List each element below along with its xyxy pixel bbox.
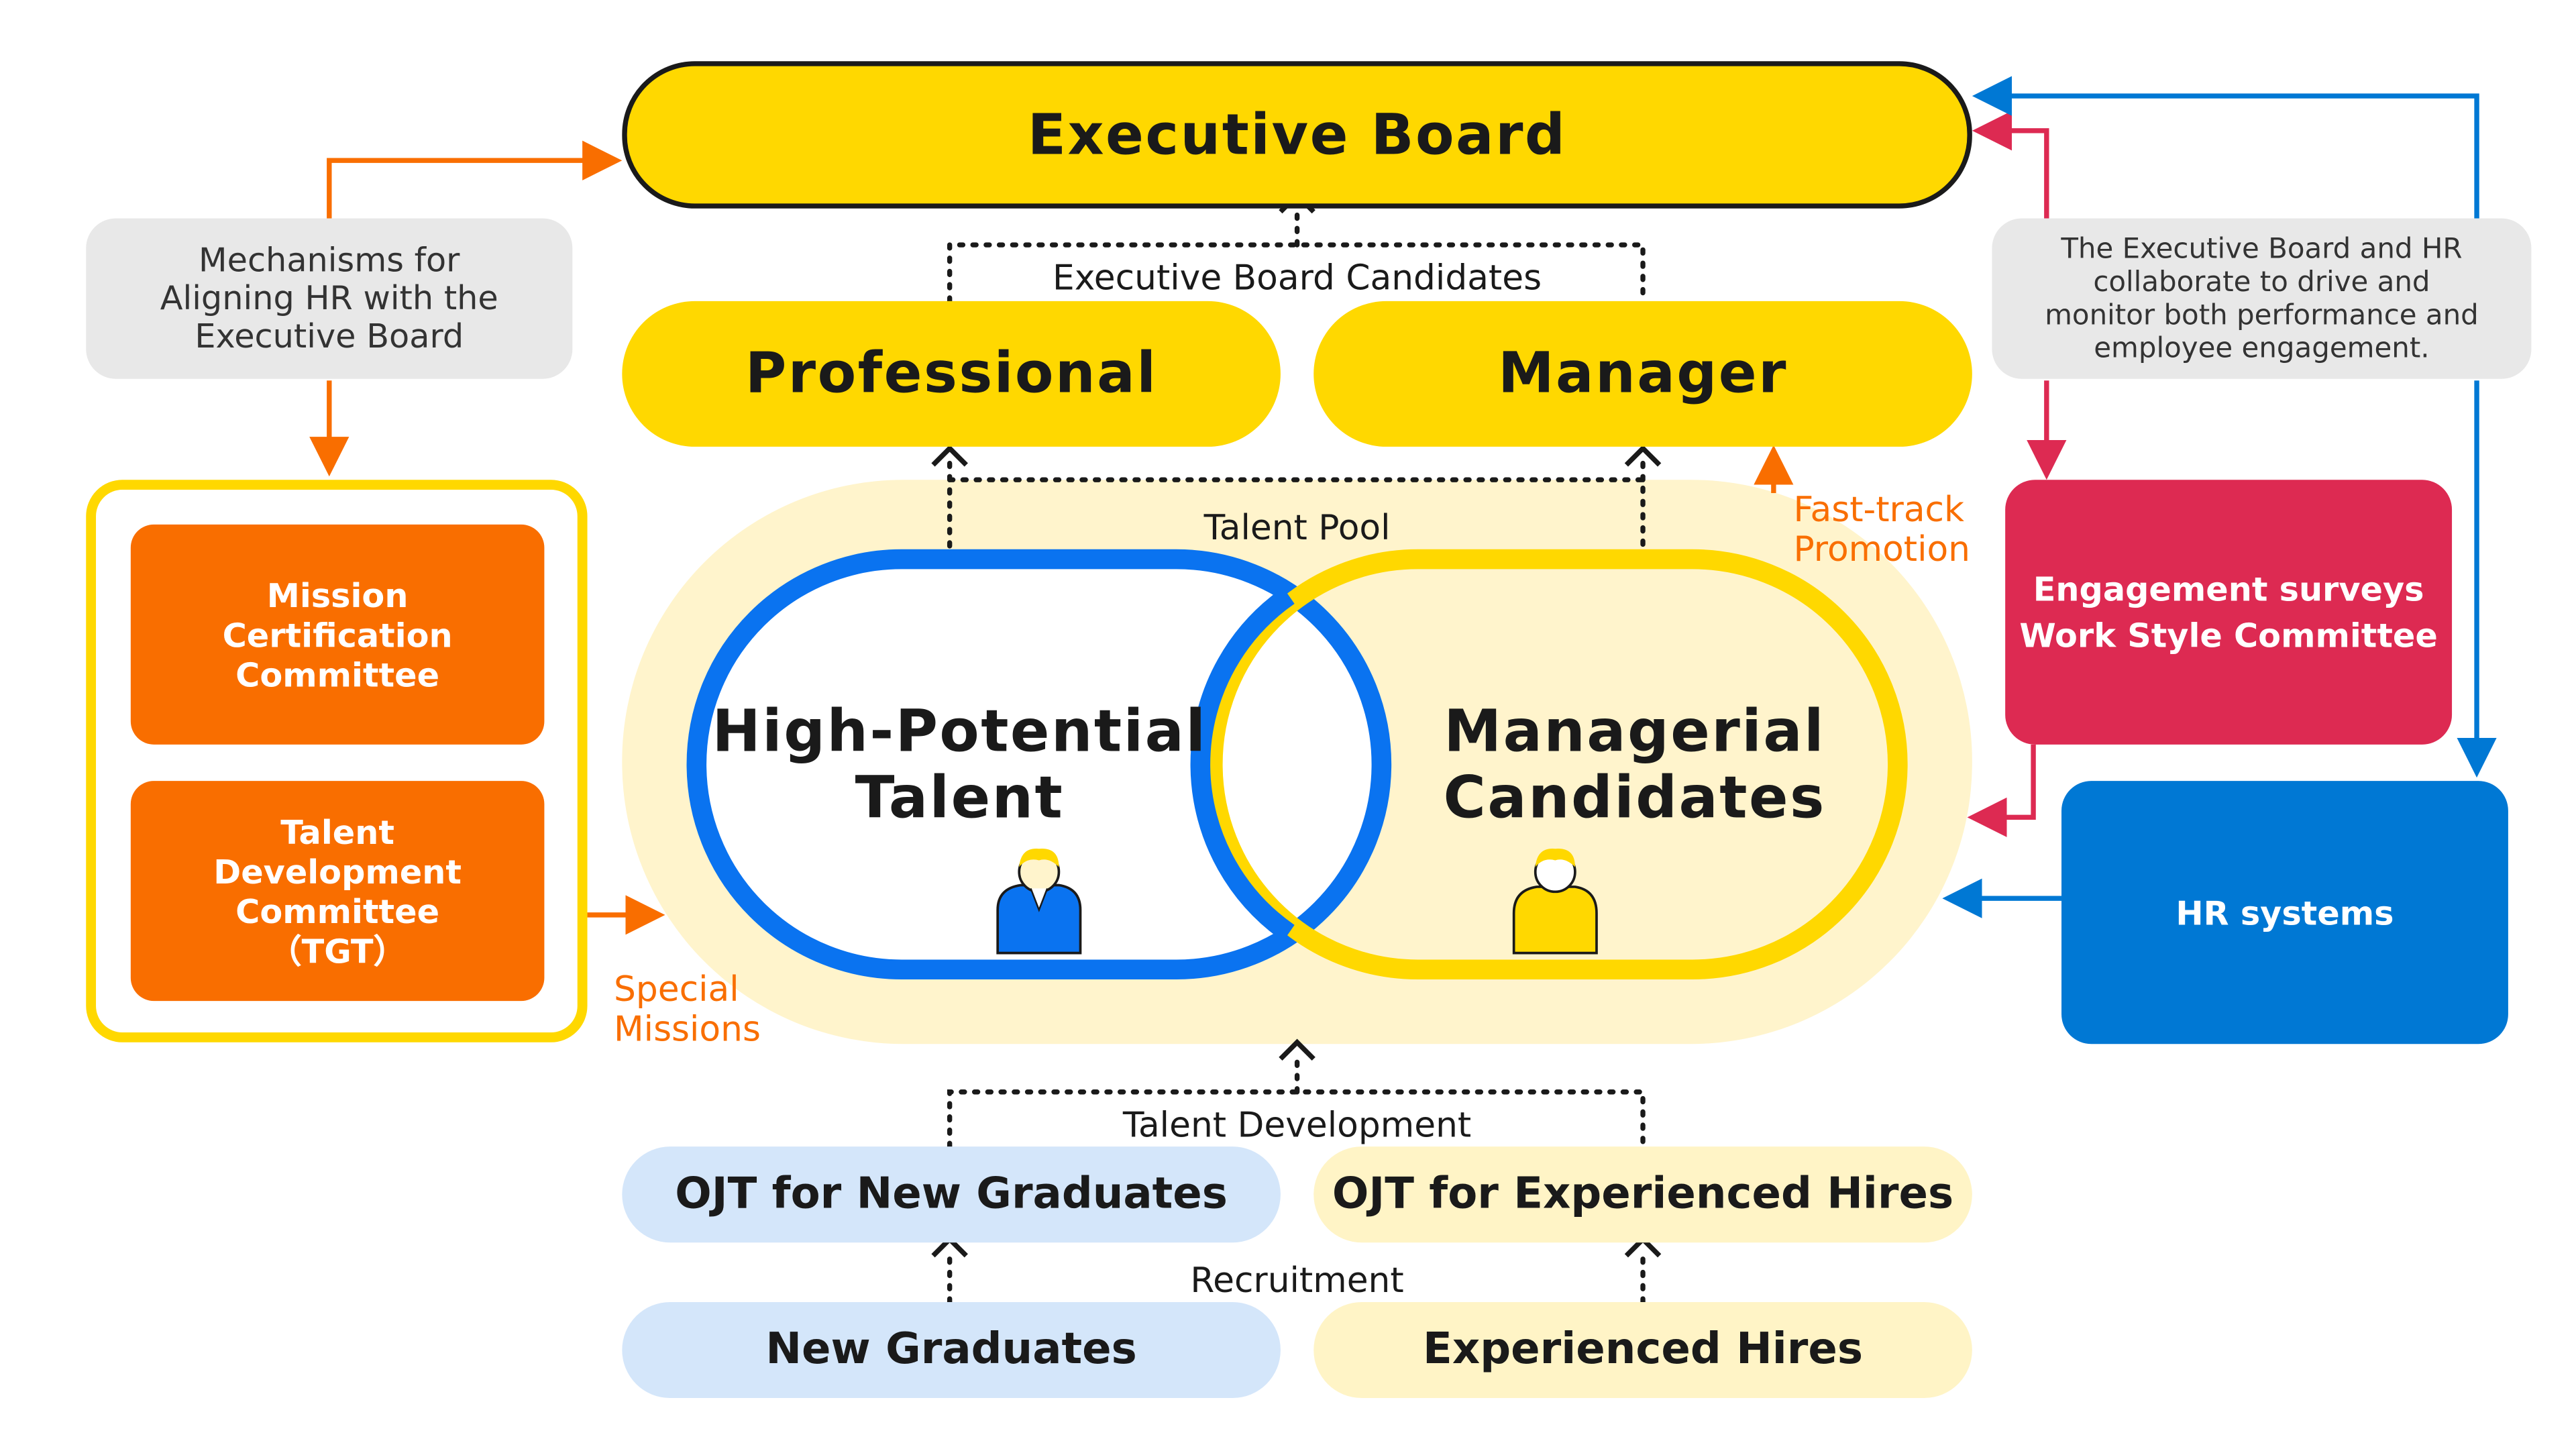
- mechanisms-note: Mechanisms for Aligning HR with the Exec…: [86, 218, 573, 379]
- special-missions-label: Special Missions: [613, 969, 761, 1049]
- ojt-experienced-hires-box: OJT for Experienced Hires: [1313, 1146, 1972, 1243]
- recruitment-label: Recruitment: [1190, 1260, 1404, 1301]
- executive-board: Executive Board: [622, 61, 1972, 209]
- person-casual-icon: [1512, 849, 1598, 955]
- experienced-hires-box: Experienced Hires: [1313, 1301, 1972, 1399]
- mission-certification-committee: Mission Certification Committee: [130, 524, 545, 745]
- person-suit-icon: [996, 849, 1082, 955]
- new-graduates-box: New Graduates: [622, 1301, 1281, 1399]
- collaboration-note: The Executive Board and HR collaborate t…: [1992, 218, 2532, 379]
- managerial-ring: [1203, 549, 1908, 980]
- talent-development-committee: Talent Development Committee （TGT）: [130, 781, 545, 1002]
- talent-development-label: Talent Development: [1049, 1102, 1546, 1148]
- professional-box: Professional: [622, 301, 1281, 447]
- managerial-candidates-label: Managerial Candidates: [1443, 700, 1826, 833]
- ojt-new-graduates-box: OJT for New Graduates: [622, 1146, 1281, 1243]
- talent-pool-label: Talent Pool: [1132, 504, 1462, 551]
- high-potential-talent-label: High-Potential Talent: [712, 700, 1208, 833]
- executive-board-candidates-label: Executive Board Candidates: [966, 255, 1628, 301]
- manager-box: Manager: [1313, 301, 1972, 447]
- hr-systems-box: HR systems: [2061, 781, 2508, 1044]
- engagement-box: Engagement surveys Work Style Committee: [2005, 480, 2453, 745]
- high-potential-ring: [686, 549, 1392, 980]
- fast-track-promotion-label: Fast-track Promotion: [1793, 490, 1971, 570]
